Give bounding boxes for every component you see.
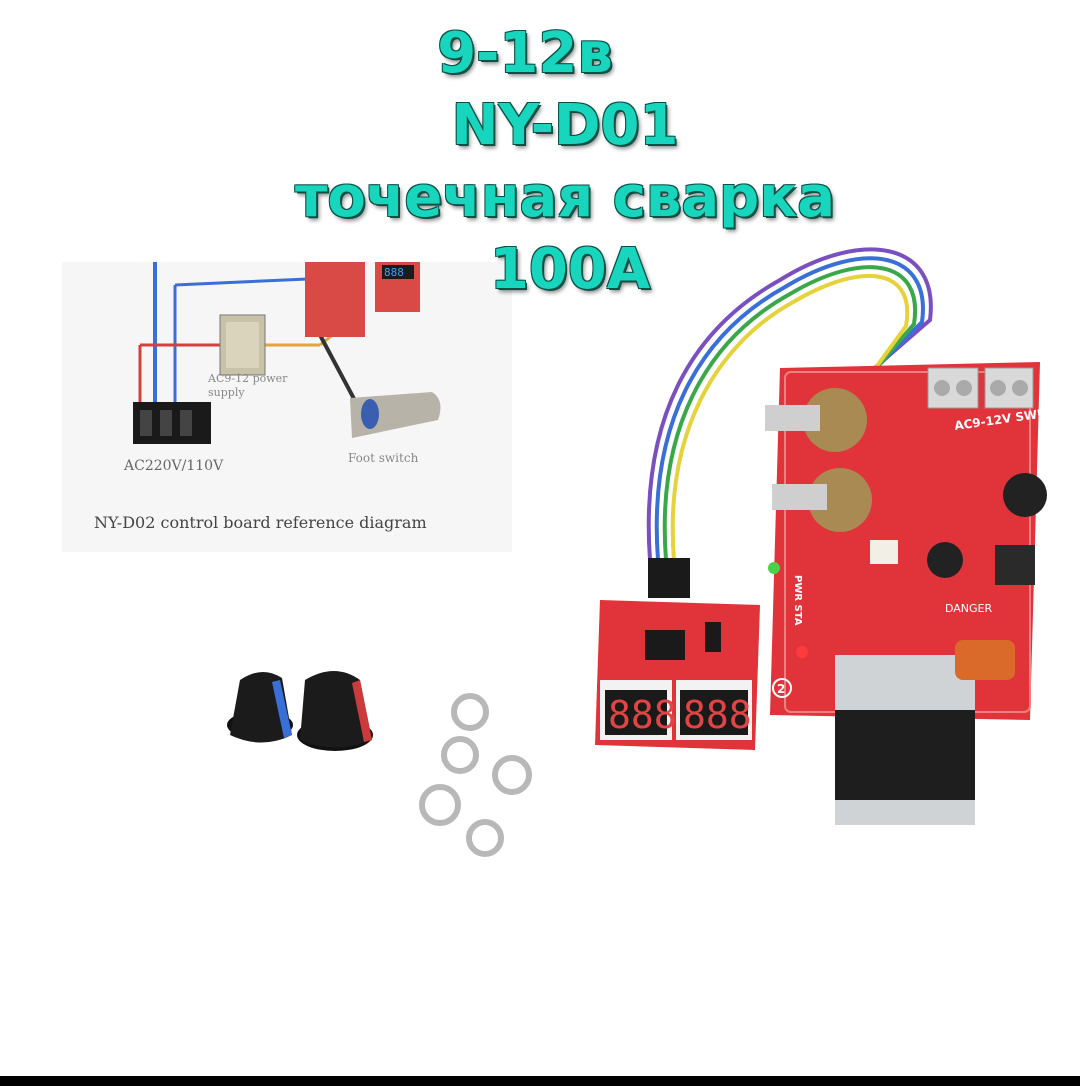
display-digits-left: 888 — [608, 693, 677, 737]
board-marker: 2 — [777, 682, 785, 696]
capacitor-icon — [927, 473, 1047, 585]
led-icon — [796, 646, 808, 658]
nuts-and-washers — [419, 693, 532, 857]
pwr-label: PWR STA — [792, 575, 803, 626]
title-block: 9-12в NY-D01 точечная сварка 100A — [0, 18, 1080, 306]
diagram-caption: NY-D02 control board reference diagram — [94, 513, 427, 532]
led-icon — [768, 562, 780, 574]
reference-diagram: 888 AC9-12 power supply AC220V/110V Foot… — [62, 262, 512, 552]
power-label-1: AC9-12 power — [207, 372, 288, 385]
title-current: 100A — [489, 237, 651, 302]
knob-icon — [227, 671, 373, 751]
title-description: точечная сварка — [294, 165, 836, 230]
foot-switch-icon — [350, 392, 441, 438]
svg-text:888: 888 — [384, 266, 404, 279]
potentiometer-icon — [765, 388, 872, 532]
film-capacitor-icon — [955, 640, 1015, 680]
display-board: 888 888 — [595, 558, 760, 750]
bottom-bar — [0, 1076, 1080, 1086]
foot-switch-label: Foot switch — [348, 451, 419, 465]
seven-segment-display: 888 888 — [600, 680, 752, 740]
ac-label: AC220V/110V — [123, 458, 224, 474]
display-digits-right: 888 — [683, 693, 752, 737]
screw-terminal-icon — [927, 367, 1034, 409]
ribbon-cable — [646, 247, 933, 561]
title-voltage: 9-12в — [437, 21, 613, 86]
danger-label: DANGER — [945, 602, 993, 615]
transformer-icon — [219, 314, 266, 376]
power-label-2: supply — [208, 386, 245, 399]
diagram-board-icon: 888 — [305, 262, 420, 337]
terminal-block-icon — [133, 402, 211, 444]
title-model: NY-D01 — [451, 93, 679, 158]
control-board: 2 AC9-12V SWITCH DANGER PWR STA — [765, 362, 1069, 825]
heatsink-icon — [835, 655, 975, 825]
relay-icon — [870, 540, 898, 564]
marker-circle — [772, 678, 792, 698]
